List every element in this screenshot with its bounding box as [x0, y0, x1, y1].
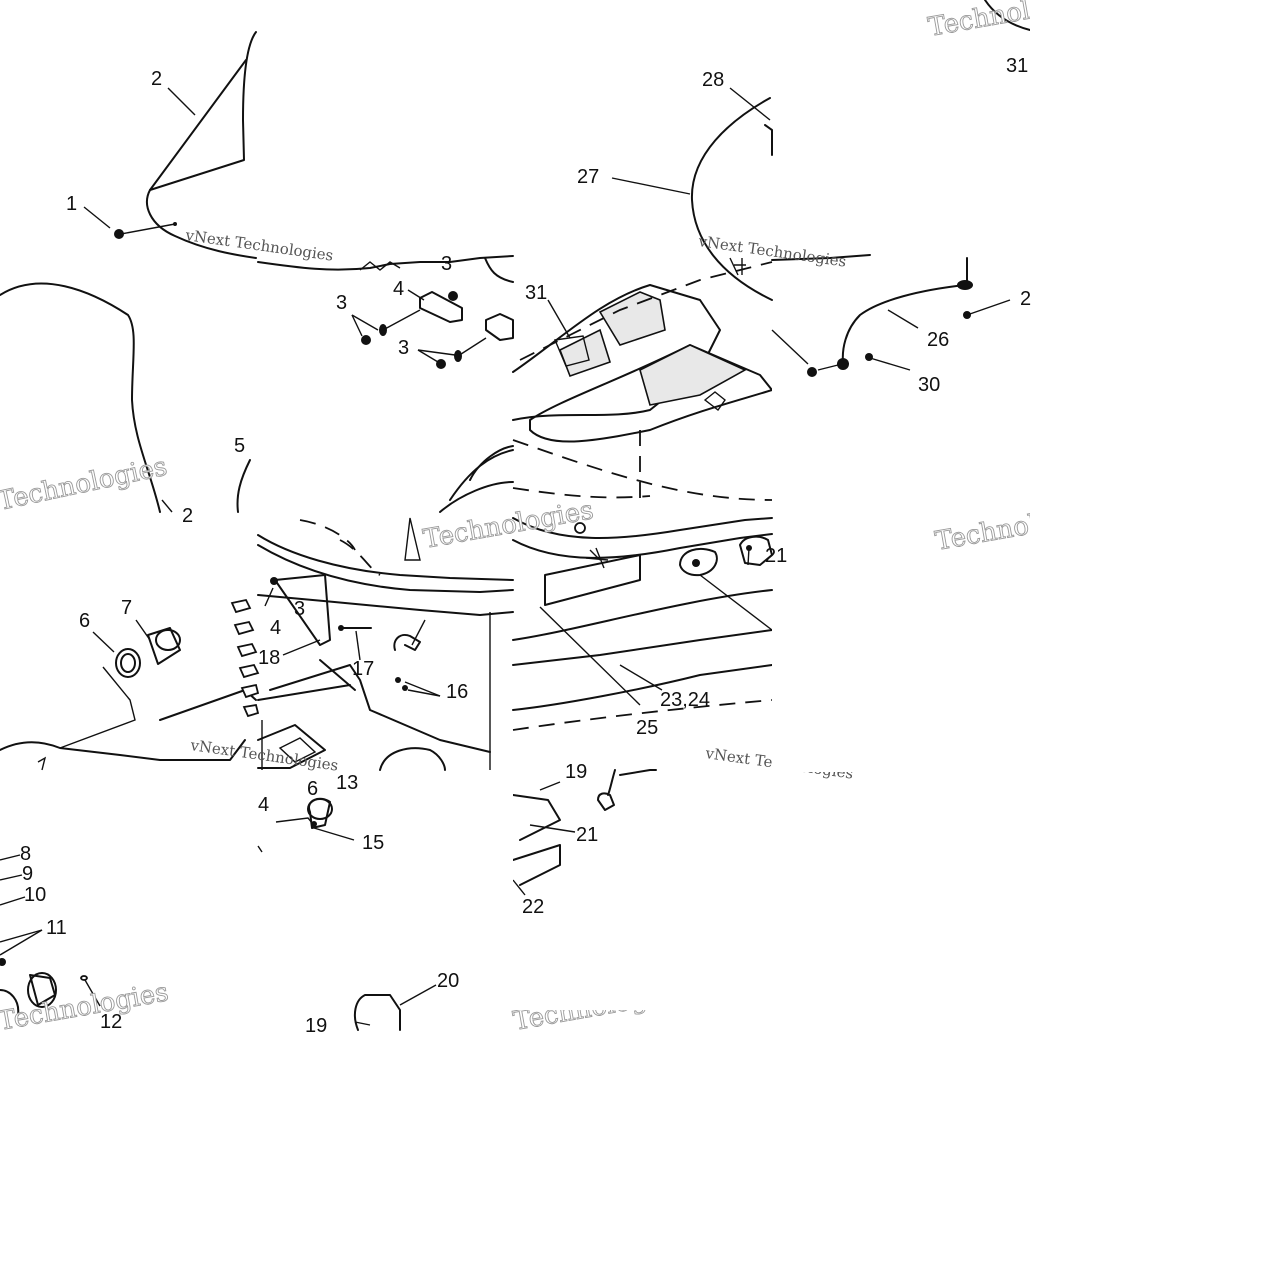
callout-19: 19: [305, 1015, 327, 1037]
callout-2: 2: [182, 505, 193, 527]
callout-15: 15: [362, 832, 384, 854]
callout-18: 18: [258, 647, 280, 669]
callout-7: 7: [121, 597, 132, 619]
callout-20: 20: [437, 970, 459, 992]
console-drawing: [439, 261, 773, 513]
seat-mount-drawing: [257, 797, 437, 1031]
callout-5: 5: [234, 435, 245, 457]
callout-10: 10: [24, 884, 46, 906]
callout-2: 2: [151, 68, 162, 90]
callout-4: 4: [270, 617, 281, 639]
callout-26: 26: [927, 329, 949, 351]
callout-22: 22: [522, 896, 544, 918]
callout-4: 4: [258, 794, 269, 816]
bracket-part: [419, 291, 514, 341]
callout-17: 17: [352, 658, 374, 680]
speckled-pad: [558, 291, 747, 406]
side-panel-drawing: [0, 282, 251, 513]
callout-6: 6: [79, 610, 90, 632]
callout-31: 31: [1006, 55, 1028, 77]
callout-23-24: 23,24: [660, 689, 710, 711]
callout-25: 25: [636, 717, 658, 739]
watermark-text: Technologies: [0, 452, 170, 517]
callout-16: 16: [446, 681, 468, 703]
footrest-drawing: [512, 769, 657, 896]
callout-19: 19: [565, 761, 587, 783]
callout-1: 1: [66, 193, 77, 215]
clip-stack: [230, 598, 260, 718]
callout-8: 8: [20, 843, 31, 865]
bumper-drawing: [512, 517, 773, 731]
callout-3: 3: [441, 253, 452, 275]
callout-12: 12: [100, 1011, 122, 1033]
callout-6: 6: [307, 778, 318, 800]
callout-3: 3: [336, 292, 347, 314]
callout-labels: 2 1 3 3 4 3 5 28 27 31 31 26 30 2 6 7 3 …: [20, 55, 1031, 1037]
cable-drawing: [771, 0, 1031, 377]
callout-31: 31: [525, 282, 547, 304]
watermark-small-text: vNext Technologies: [696, 232, 847, 271]
watermark-text: Technologies: [0, 977, 171, 1036]
callout-9: 9: [22, 863, 33, 885]
callout-28: 28: [702, 69, 724, 91]
light-assembly-drawing: [0, 854, 101, 1016]
callout-21: 21: [576, 824, 598, 846]
hood-latch-drawing: [257, 255, 514, 369]
callout-27: 27: [577, 166, 599, 188]
callout-11: 11: [46, 917, 67, 939]
hood-drawing: [611, 87, 773, 301]
callout-21: 21: [765, 545, 787, 567]
tail-light-drawing: [0, 598, 260, 771]
watermark-small-text: vNext Technologies: [183, 226, 334, 265]
watermark-text: Technologies: [421, 495, 596, 554]
callout-3: 3: [398, 337, 409, 359]
callout-4: 4: [393, 278, 404, 300]
callout-13: 13: [336, 772, 358, 794]
callout-2: 2: [1020, 288, 1031, 310]
windshield-drawing: [114, 31, 257, 259]
callout-3: 3: [294, 598, 305, 620]
rear-frame-drawing: [257, 517, 514, 771]
callout-30: 30: [918, 374, 940, 396]
